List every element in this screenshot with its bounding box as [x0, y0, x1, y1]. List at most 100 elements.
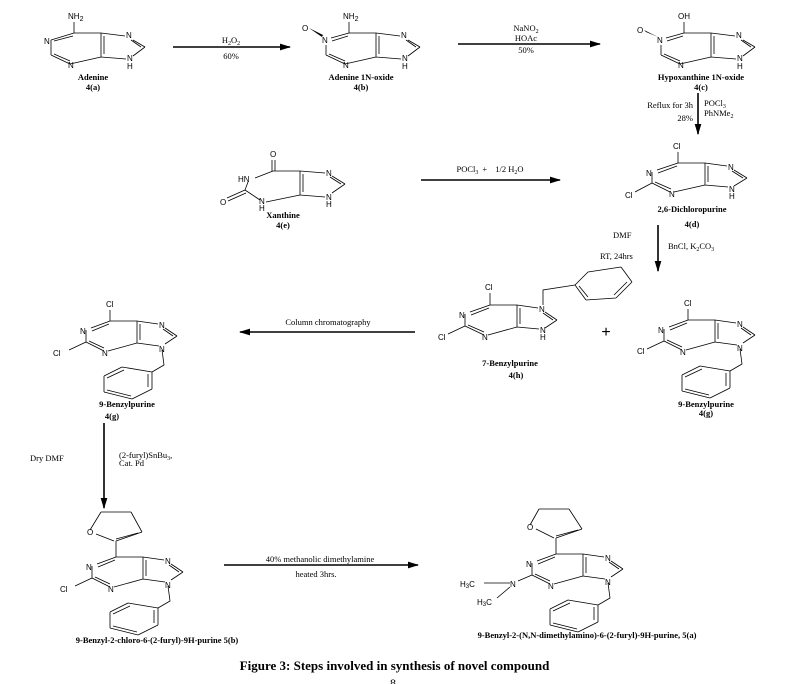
reagent-cat-pd: Cat. Pd — [119, 458, 145, 468]
methyl-group-2: H3C — [477, 598, 492, 608]
atom-h9: H — [326, 200, 332, 209]
atom-n9: N — [737, 54, 743, 63]
chlorine-c6: Cl — [684, 299, 692, 308]
compound-name: 9-Benzyl-2-(N,N-dimethylamino)-6-(2-fury… — [478, 630, 697, 640]
chlorine-c6: Cl — [485, 283, 493, 292]
reaction-arrow-step4: POCl3+1/2 H2O — [421, 164, 562, 184]
atom-n9: N — [540, 326, 546, 335]
plus-sign: + — [601, 324, 610, 341]
atom-n3: N — [108, 585, 114, 594]
reagent-nano2: NaNO2 — [513, 23, 538, 35]
compound-label: 4(e) — [276, 220, 290, 230]
yield-text: 50% — [518, 45, 534, 55]
compound-name: Adenine — [78, 72, 108, 82]
reagent-methanolic-dimethylamine: 40% methanolic dimethylamine — [266, 554, 375, 564]
atom-n9: N — [737, 344, 743, 353]
amino-group: NH2 — [343, 12, 359, 23]
chlorine-c2: Cl — [637, 347, 645, 356]
condition-dmf: DMF — [613, 230, 632, 240]
compound-name: 9-Benzylpurine — [678, 399, 734, 409]
atom-n7: N — [165, 557, 171, 566]
compound-name: Xanthine — [266, 210, 300, 220]
atom-n3: N — [669, 190, 675, 199]
atom-n1: N — [86, 563, 92, 572]
atom-n9: N — [729, 185, 735, 194]
condition-dry-dmf: Dry DMF — [30, 453, 64, 463]
atom-n7: N — [737, 320, 743, 329]
compound-dichloropurine: Cl Cl N N N N H 2,6-Dichloropurine 4(d) — [625, 142, 748, 229]
compound-name: Adenine 1N-oxide — [329, 72, 394, 82]
compound-name: 9-Benzylpurine — [99, 399, 155, 409]
reagent-bncl-k2co3: BnCl, K2CO3 — [668, 241, 714, 253]
reaction-arrow-step2: NaNO2 HOAc 50% — [458, 23, 602, 55]
atom-hn1: HN — [238, 175, 250, 184]
compound-label: 4(b) — [354, 82, 369, 92]
atom-n3: N — [259, 197, 265, 206]
chlorine-c2: Cl — [60, 585, 68, 594]
reagent-h2o2: H2O2 — [222, 35, 240, 47]
atom-h9: H — [729, 192, 735, 201]
chlorine-c2: Cl — [438, 333, 446, 342]
compound-name: 2,6-Dichloropurine — [657, 204, 726, 214]
chlorine-c2: Cl — [625, 191, 633, 200]
compound-adenine-n-oxide: O NH2 N N N N H Adenine 1N-oxide 4(b) — [302, 12, 421, 92]
atom-h9: H — [127, 62, 133, 71]
atom-n7: N — [539, 305, 545, 314]
reagent-phnme2: PhNMe2 — [704, 108, 733, 120]
atom-h9: H — [540, 333, 546, 342]
reagent-pocl3: POCl3 — [704, 98, 726, 110]
furan-oxygen: O — [87, 528, 93, 537]
reaction-arrow-step5: DMF RT, 24hrs BnCl, K2CO3 — [600, 225, 714, 273]
purine-skeleton — [50, 22, 146, 65]
atom-n9: N — [165, 581, 171, 590]
atom-n1: N — [80, 327, 86, 336]
atom-h9: H — [402, 62, 408, 71]
atom-n7: N — [736, 31, 742, 40]
condition-column-chromatography: Column chromatography — [285, 317, 371, 327]
atom-n9: N — [326, 193, 332, 202]
yield-text: 28% — [677, 113, 693, 123]
compound-label: 4(a) — [86, 82, 100, 92]
atom-n1: N — [646, 169, 652, 178]
atom-n7: N — [159, 321, 165, 330]
atom-n7: N — [401, 31, 407, 40]
atom-n3: N — [68, 61, 74, 70]
figure-caption: Figure 3: Steps involved in synthesis of… — [239, 658, 550, 673]
reaction-arrow-step3: Reflux for 3h 28% POCl3 PhNMe2 — [647, 93, 733, 136]
atom-n1: N — [526, 560, 532, 569]
oxide-oxygen: O — [637, 26, 643, 35]
furan-oxygen: O — [527, 523, 533, 532]
carbonyl-oxygen-bottom: O — [220, 198, 226, 207]
reaction-arrow-step1: H2O2 60% — [173, 35, 292, 61]
compound-label: 4(c) — [694, 82, 708, 92]
atom-n7: N — [326, 169, 332, 178]
atom-n1: N — [322, 36, 328, 45]
atom-n3: N — [482, 333, 488, 342]
atom-n1: N — [459, 311, 465, 320]
atom-n1: N — [657, 36, 663, 45]
atom-n7: N — [126, 31, 132, 40]
atom-n3: N — [680, 348, 686, 357]
atom-n3: N — [678, 61, 684, 70]
compound-7-benzylpurine: Cl Cl N N N N H 7-Benzylpurine 4(h) — [438, 266, 633, 380]
atom-h9: H — [737, 62, 743, 71]
reaction-arrow-step8: 40% methanolic dimethylamine heated 3hrs… — [224, 554, 420, 579]
compound-label: 4(d) — [685, 219, 700, 229]
reagent-furyl-stannane: (2-furyl)SnBu3, — [119, 450, 172, 462]
compound-hypoxanthine-n-oxide: O OH N N N N H Hypoxanthine 1N-oxide 4(c… — [637, 12, 756, 92]
atom-n9: N — [159, 345, 165, 354]
atom-n3: N — [102, 349, 108, 358]
atom-n3: N — [548, 582, 554, 591]
compound-label: 4(g) — [105, 411, 119, 421]
reaction-arrow-step7: Dry DMF (2-furyl)SnBu3, Cat. Pd — [30, 423, 172, 510]
compound-label: 4(h) — [509, 370, 524, 380]
compound-name: 7-Benzylpurine — [482, 358, 538, 368]
atom-n1: N — [44, 37, 50, 46]
atom-n7: N — [605, 554, 611, 563]
reagent-pocl3-water: POCl3+1/2 H2O — [457, 164, 524, 176]
methyl-group-1: H3C — [460, 580, 475, 590]
dimethylamino-nitrogen: N — [510, 580, 516, 589]
compound-5a: O N H3C H3C N N N N 9-Benzyl-2-(N,N-dime… — [460, 508, 697, 640]
chlorine-c2: Cl — [53, 349, 61, 358]
